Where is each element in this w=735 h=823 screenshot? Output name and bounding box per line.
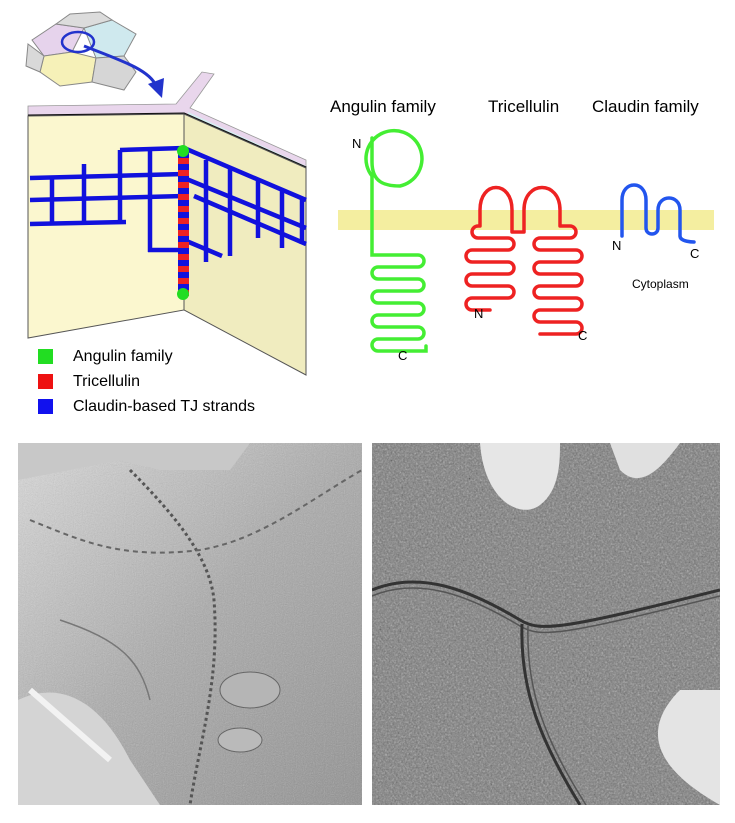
strand-segment: [178, 278, 189, 284]
cytoplasm-label: Cytoplasm: [632, 277, 689, 291]
strand-segment: [178, 272, 189, 278]
legend-item-tricellulin: Tricellulin: [38, 369, 255, 394]
strand-segment: [178, 212, 189, 218]
legend-label-angulin: Angulin family: [73, 348, 173, 366]
legend-label-claudin: Claudin-based TJ strands: [73, 398, 255, 416]
legend-swatch-claudin: [38, 399, 53, 414]
arrow-head-icon: [148, 78, 164, 98]
strand-segment: [178, 254, 189, 260]
strand-segment: [178, 206, 189, 212]
central-strand-segments: [178, 152, 189, 296]
strand-segment: [178, 248, 189, 254]
strand-segment: [178, 218, 189, 224]
tricellulin-protein: [466, 188, 582, 335]
tricellulin-c-label: C: [578, 328, 587, 343]
claudin-c-label: C: [690, 246, 699, 261]
angulin-protein: [366, 131, 426, 351]
legend-item-angulin: Angulin family: [38, 344, 255, 369]
strand-segment: [178, 266, 189, 272]
claudin-n-label: N: [612, 238, 621, 253]
angulin-c-label: C: [398, 348, 407, 363]
label-claudin-family: Claudin family: [592, 97, 699, 116]
strand-segment: [178, 236, 189, 242]
strand-segment: [178, 188, 189, 194]
legend-item-claudin: Claudin-based TJ strands: [38, 394, 255, 419]
strand-segment: [178, 200, 189, 206]
strand-segment: [178, 194, 189, 200]
strand-segment: [178, 164, 189, 170]
strand-segment: [178, 242, 189, 248]
legend-swatch-tricellulin: [38, 374, 53, 389]
legend-swatch-angulin: [38, 349, 53, 364]
strand-segment: [178, 158, 189, 164]
freeze-fracture-micrograph: [18, 443, 362, 805]
angulin-cap-bottom: [177, 288, 189, 300]
label-tricellulin: Tricellulin: [488, 97, 559, 116]
angulin-cap-top: [177, 145, 189, 157]
legend-label-tricellulin: Tricellulin: [73, 373, 140, 391]
strand-segment: [178, 170, 189, 176]
strand-segment: [178, 224, 189, 230]
strand-segment: [178, 230, 189, 236]
strand-segment: [178, 176, 189, 182]
strand-segment: [178, 182, 189, 188]
legend: Angulin family Tricellulin Claudin-based…: [38, 344, 255, 419]
strand-segment: [178, 260, 189, 266]
angulin-n-label: N: [352, 136, 361, 151]
label-angulin-family: Angulin family: [330, 97, 436, 116]
cell-sheet-icon: [26, 12, 136, 90]
thin-section-micrograph: [372, 443, 720, 805]
tricellulin-n-label: N: [474, 306, 483, 321]
